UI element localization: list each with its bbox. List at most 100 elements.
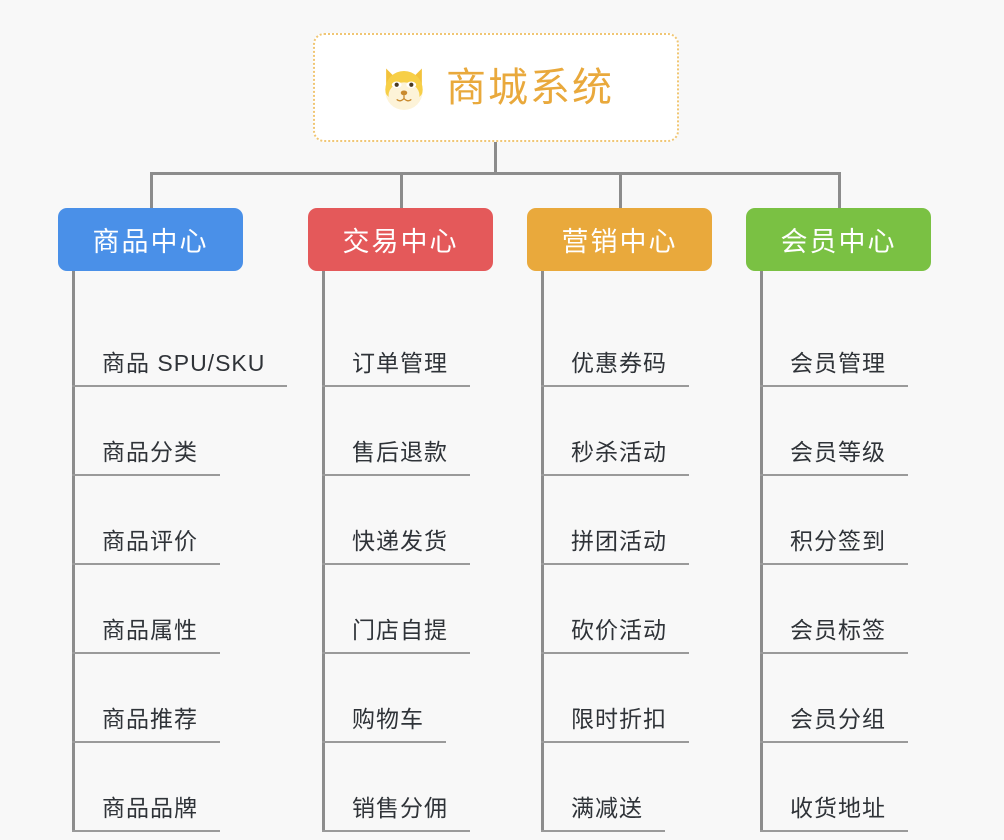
leaf-item[interactable]: 收货地址 [746,743,931,832]
leaf-underline: 购物车 [322,700,446,743]
leaf-item[interactable]: 售后退款 [308,387,493,476]
leaf-item[interactable]: 快递发货 [308,476,493,565]
leaf-item-label: 商品推荐 [102,706,198,732]
column-spine-2 [322,271,325,832]
leaf-underline: 商品推荐 [72,700,220,743]
column-items-2: 订单管理售后退款快递发货门店自提购物车销售分佣 [308,271,493,832]
leaf-item[interactable]: 商品 SPU/SKU [58,298,288,387]
leaf-item-label: 商品属性 [102,617,198,643]
leaf-item-label: 积分签到 [790,528,886,554]
leaf-item-label: 会员分组 [790,706,886,732]
leaf-item[interactable]: 秒杀活动 [527,387,712,476]
leaf-item-label: 商品评价 [102,528,198,554]
leaf-item[interactable]: 商品评价 [58,476,243,565]
leaf-item-label: 商品分类 [102,439,198,465]
column-items-1: 商品 SPU/SKU 商品分类商品评价商品属性商品推荐商品品牌 [58,271,288,832]
leaf-item[interactable]: 订单管理 [308,298,493,387]
category-header-1[interactable]: 商品中心 [58,208,243,271]
category-header-3[interactable]: 营销中心 [527,208,712,271]
leaf-item-label: 销售分佣 [352,795,448,821]
leaf-item-label: 快递发货 [352,528,448,554]
leaf-item-label: 会员管理 [790,350,886,376]
column-items-3: 优惠券码秒杀活动拼团活动砍价活动限时折扣满减送 [527,271,712,832]
column-spine-1 [72,271,75,832]
leaf-underline: 秒杀活动 [541,433,689,476]
leaf-underline: 商品分类 [72,433,220,476]
leaf-item-label: 满减送 [571,795,643,821]
leaf-item[interactable]: 商品推荐 [58,654,243,743]
leaf-underline: 销售分佣 [322,789,470,832]
leaf-underline: 会员管理 [760,344,908,387]
leaf-item-label: 商品 SPU/SKU [102,350,266,376]
leaf-item-label: 秒杀活动 [571,439,667,465]
leaf-underline: 商品评价 [72,522,220,565]
category-header-label: 营销中心 [561,227,678,257]
leaf-item[interactable]: 销售分佣 [308,743,493,832]
leaf-underline: 满减送 [541,789,665,832]
root-title: 商城系统 [446,65,614,110]
leaf-underline: 限时折扣 [541,700,689,743]
connector-drop-column-2 [400,172,403,209]
leaf-item-label: 拼团活动 [571,528,667,554]
leaf-item[interactable]: 商品品牌 [58,743,243,832]
leaf-item[interactable]: 满减送 [527,743,712,832]
category-header-4[interactable]: 会员中心 [746,208,931,271]
shiba-dog-face-icon [385,68,423,110]
leaf-underline: 商品属性 [72,611,220,654]
connector-drop-column-3 [619,172,622,209]
leaf-underline: 门店自提 [322,611,470,654]
category-header-label: 商品中心 [92,227,209,257]
column-3: 营销中心优惠券码秒杀活动拼团活动砍价活动限时折扣满减送 [527,208,712,832]
leaf-underline: 拼团活动 [541,522,689,565]
leaf-item-label: 售后退款 [352,439,448,465]
leaf-item-label: 会员等级 [790,439,886,465]
leaf-item[interactable]: 商品属性 [58,565,243,654]
column-spine-4 [760,271,763,832]
connector-drop-column-1 [150,172,153,209]
leaf-underline: 砍价活动 [541,611,689,654]
category-header-label: 交易中心 [342,227,459,257]
leaf-underline: 会员标签 [760,611,908,654]
column-spine-3 [541,271,544,832]
leaf-item[interactable]: 会员管理 [746,298,931,387]
connector-drop-column-4 [838,172,841,209]
leaf-item-label: 优惠券码 [571,350,667,376]
leaf-item-label: 砍价活动 [571,617,667,643]
column-1: 商品中心商品 SPU/SKU 商品分类商品评价商品属性商品推荐商品品牌 [58,208,288,832]
leaf-item[interactable]: 积分签到 [746,476,931,565]
leaf-underline: 商品 SPU/SKU [72,344,288,387]
column-4: 会员中心会员管理会员等级积分签到会员标签会员分组收货地址 [746,208,931,832]
leaf-item-label: 收货地址 [790,795,886,821]
leaf-item-label: 限时折扣 [571,706,667,732]
leaf-item[interactable]: 优惠券码 [527,298,712,387]
root-node[interactable]: 商城系统 [313,33,679,142]
category-header-2[interactable]: 交易中心 [308,208,493,271]
leaf-item[interactable]: 会员分组 [746,654,931,743]
leaf-item-label: 门店自提 [352,617,448,643]
leaf-underline: 商品品牌 [72,789,220,832]
leaf-item[interactable]: 限时折扣 [527,654,712,743]
leaf-underline: 优惠券码 [541,344,689,387]
category-header-label: 会员中心 [780,227,897,257]
leaf-underline: 售后退款 [322,433,470,476]
column-2: 交易中心订单管理售后退款快递发货门店自提购物车销售分佣 [308,208,493,832]
leaf-item[interactable]: 拼团活动 [527,476,712,565]
column-items-4: 会员管理会员等级积分签到会员标签会员分组收货地址 [746,271,931,832]
leaf-item-label: 购物车 [352,706,424,732]
leaf-item[interactable]: 会员标签 [746,565,931,654]
leaf-underline: 快递发货 [322,522,470,565]
connector-root-drop [494,142,497,174]
leaf-item[interactable]: 门店自提 [308,565,493,654]
leaf-underline: 订单管理 [322,344,470,387]
leaf-item[interactable]: 会员等级 [746,387,931,476]
leaf-item-label: 订单管理 [352,350,448,376]
leaf-underline: 会员等级 [760,433,908,476]
leaf-underline: 收货地址 [760,789,908,832]
leaf-item-label: 会员标签 [790,617,886,643]
leaf-item[interactable]: 砍价活动 [527,565,712,654]
leaf-item[interactable]: 商品分类 [58,387,243,476]
leaf-item-label: 商品品牌 [102,795,198,821]
leaf-underline: 会员分组 [760,700,908,743]
leaf-item[interactable]: 购物车 [308,654,493,743]
